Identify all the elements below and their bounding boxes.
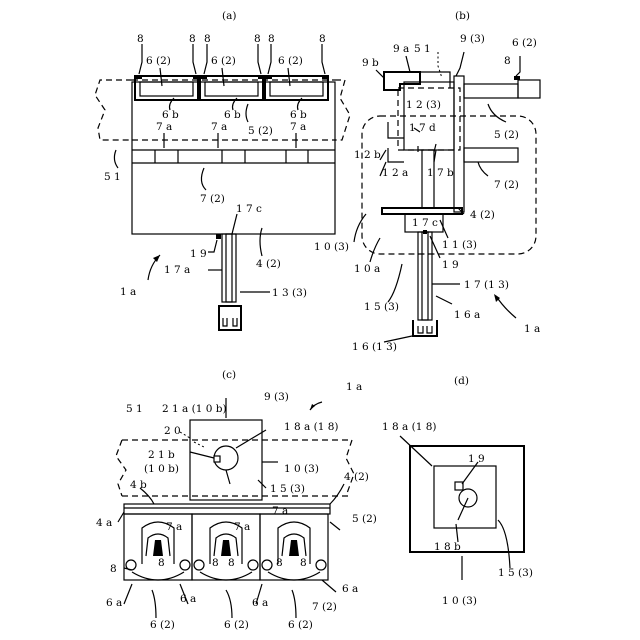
label: 8 bbox=[212, 557, 219, 569]
label: 6 (2) bbox=[288, 619, 313, 631]
label: 1 5 (3) bbox=[364, 301, 399, 313]
label: 7 (2) bbox=[312, 601, 337, 613]
label: 8 bbox=[254, 33, 261, 45]
label: 1 a bbox=[120, 286, 136, 298]
label: 6 (2) bbox=[278, 55, 303, 67]
label: 6 b bbox=[224, 109, 241, 121]
label: 8 bbox=[276, 557, 283, 569]
label: 5 1 bbox=[104, 171, 121, 183]
label: 4 (2) bbox=[344, 471, 369, 483]
label: 6 (2) bbox=[211, 55, 236, 67]
label: 5 (2) bbox=[494, 129, 519, 141]
label: 1 9 bbox=[442, 259, 459, 271]
label: 1 6 (1 3) bbox=[352, 341, 397, 353]
label: 5 1 bbox=[414, 43, 431, 55]
panel-d-title: (d) bbox=[454, 375, 469, 387]
label: 1 5 (3) bbox=[270, 483, 305, 495]
label: 9 (3) bbox=[264, 391, 289, 403]
label: 8 bbox=[268, 33, 275, 45]
label: 5 1 bbox=[126, 403, 143, 415]
label: 8 bbox=[504, 55, 511, 67]
label: 6 (2) bbox=[146, 55, 171, 67]
label: 6 a bbox=[252, 597, 268, 609]
label: 1 7 c bbox=[412, 217, 438, 229]
panel-b-title: (b) bbox=[455, 10, 470, 22]
label: 1 a bbox=[524, 323, 540, 335]
label: 8 bbox=[204, 33, 211, 45]
label: 2 0 bbox=[164, 425, 181, 437]
label: 6 b bbox=[290, 109, 307, 121]
label: 9 b bbox=[362, 57, 379, 69]
label: 2 1 a (1 0 b) bbox=[162, 403, 227, 415]
label: 9 (3) bbox=[460, 33, 485, 45]
label: 6 b bbox=[162, 109, 179, 121]
panel-a-title: (a) bbox=[222, 10, 236, 22]
panel-c-title: (c) bbox=[222, 369, 236, 381]
label: 8 bbox=[300, 557, 307, 569]
label: 1 0 (3) bbox=[442, 595, 477, 607]
label: 6 (2) bbox=[512, 37, 537, 49]
label: 1 7 a bbox=[164, 264, 190, 276]
label: 5 (2) bbox=[248, 125, 273, 137]
label: 1 8 a (1 8) bbox=[382, 421, 437, 433]
label: 1 7 d bbox=[409, 122, 436, 134]
label: 8 bbox=[137, 33, 144, 45]
label: 4 (2) bbox=[470, 209, 495, 221]
label: 1 0 (3) bbox=[314, 241, 349, 253]
label: 1 2 (3) bbox=[406, 99, 441, 111]
label: 1 2 b bbox=[354, 149, 381, 161]
label: 7 a bbox=[290, 121, 306, 133]
label: 1 6 a bbox=[454, 309, 480, 321]
label: 1 7 b bbox=[427, 167, 454, 179]
label: 6 a bbox=[106, 597, 122, 609]
label: 6 a bbox=[180, 593, 196, 605]
label: 8 bbox=[228, 557, 235, 569]
label: 2 1 b bbox=[148, 449, 175, 461]
label: (1 0 b) bbox=[144, 463, 179, 475]
label: 8 bbox=[110, 563, 117, 575]
label: 4 a bbox=[96, 517, 112, 529]
label: 1 a bbox=[346, 381, 362, 393]
label: 7 (2) bbox=[494, 179, 519, 191]
label: 7 a bbox=[234, 521, 250, 533]
label: 7 a bbox=[156, 121, 172, 133]
label: 1 2 a bbox=[382, 167, 408, 179]
label: 1 1 (3) bbox=[442, 239, 477, 251]
label: 1 0 (3) bbox=[284, 463, 319, 475]
figure-labels: (a) (b) (c) (d) 8 8 8 8 8 8 6 (2) 6 (2) … bbox=[96, 10, 540, 631]
label: 6 (2) bbox=[150, 619, 175, 631]
label: 8 bbox=[189, 33, 196, 45]
label: 1 3 (3) bbox=[272, 287, 307, 299]
label: 1 7 (1 3) bbox=[464, 279, 509, 291]
label: 7 a bbox=[272, 505, 288, 517]
label: 1 5 (3) bbox=[498, 567, 533, 579]
label: 7 (2) bbox=[200, 193, 225, 205]
label: 5 (2) bbox=[352, 513, 377, 525]
label: 1 8 a (1 8) bbox=[284, 421, 339, 433]
label: 9 a bbox=[393, 43, 409, 55]
label: 7 a bbox=[166, 521, 182, 533]
label: 6 a bbox=[342, 583, 358, 595]
label: 1 0 a bbox=[354, 263, 380, 275]
panel-d bbox=[400, 436, 524, 580]
panel-b bbox=[354, 52, 540, 342]
label: 1 8 b bbox=[434, 541, 461, 553]
label: 4 b bbox=[130, 479, 147, 491]
label: 1 9 bbox=[468, 453, 485, 465]
label: 8 bbox=[158, 557, 165, 569]
label: 4 (2) bbox=[256, 258, 281, 270]
label: 8 bbox=[319, 33, 326, 45]
label: 1 7 c bbox=[236, 203, 262, 215]
label: 7 a bbox=[211, 121, 227, 133]
label: 1 9 bbox=[190, 248, 207, 260]
label: 6 (2) bbox=[224, 619, 249, 631]
